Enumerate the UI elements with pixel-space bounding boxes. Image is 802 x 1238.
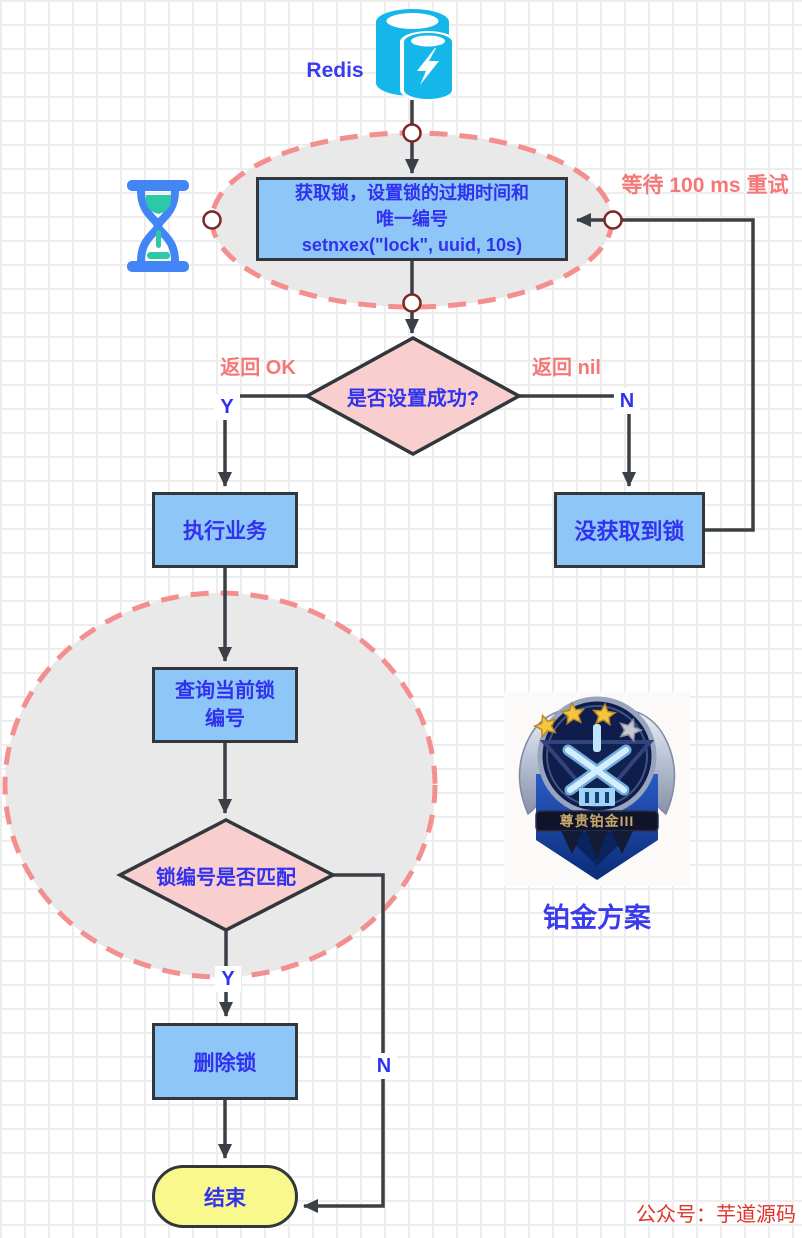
redis-label: Redis <box>306 59 364 82</box>
badge-rank-text: 尊贵铂金III <box>560 813 635 829</box>
connection-ports <box>202 123 623 313</box>
edge-retry-loop <box>576 213 755 532</box>
port-bottom <box>402 293 422 313</box>
edge-decision1-no <box>519 394 636 487</box>
acquire-lock-line3: setnxex("lock", uuid, 10s) <box>301 235 523 255</box>
node-execute-business: 执行业务 <box>152 492 298 568</box>
platinum-badge: 尊贵铂金III <box>504 692 690 886</box>
port-top <box>402 123 422 143</box>
node-query-lock: 查询当前锁 编号 <box>152 667 298 743</box>
port-left <box>202 210 222 230</box>
node-acquire-lock: 获取锁，设置锁的过期时间和 唯一编号 setnxex("lock", uuid,… <box>256 177 568 261</box>
yes1-label: Y <box>214 394 240 420</box>
return-ok-label: 返回 OK <box>220 356 296 379</box>
no2-label: N <box>371 1053 397 1079</box>
retry-label: 等待 100 ms 重试 <box>621 174 789 197</box>
port-right <box>603 210 623 230</box>
acquire-lock-line1: 获取锁，设置锁的过期时间和 <box>295 183 529 203</box>
node-end: 结束 <box>152 1165 298 1228</box>
node-delete-lock: 删除锁 <box>152 1023 298 1100</box>
node-lock-not-acquired: 没获取到锁 <box>554 492 705 568</box>
redis-icon <box>376 9 456 101</box>
edge-decision2-no <box>303 873 385 1213</box>
hourglass-icon <box>127 180 189 272</box>
decision1-diamond <box>303 336 523 456</box>
badge-caption: 铂金方案 <box>543 902 651 933</box>
unlock-group-circle <box>2 590 438 980</box>
no1-label: N <box>614 388 640 414</box>
watermark-text: 公众号：芋道源码 <box>636 1204 796 1226</box>
query-lock-line2: 编号 <box>205 708 245 730</box>
decision2-diamond <box>116 818 337 932</box>
lightning-bolt-icon <box>417 48 439 85</box>
decision2-label: 锁编号是否匹配 <box>156 866 296 889</box>
return-nil-label: 返回 nil <box>532 356 601 379</box>
query-lock-line1: 查询当前锁 <box>175 680 275 702</box>
yes2-label: Y <box>215 966 241 992</box>
decision1-label: 是否设置成功? <box>346 387 480 410</box>
acquire-lock-line2: 唯一编号 <box>376 209 448 229</box>
